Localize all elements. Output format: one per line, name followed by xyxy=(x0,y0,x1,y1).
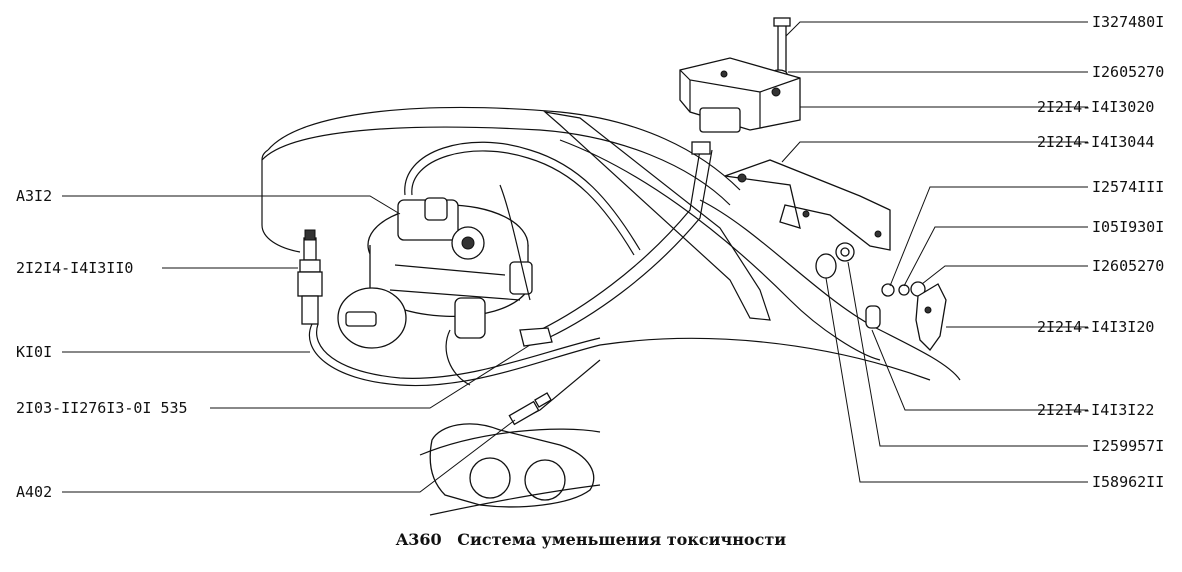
label-part-7: I2605270 xyxy=(1092,257,1165,275)
label-a402: A402 xyxy=(16,483,53,501)
label-part-6: I05I930I xyxy=(1092,218,1165,236)
label-part-10: I259957I xyxy=(1092,437,1165,455)
label-part-9: 2I2I4-I4I3I22 xyxy=(1037,401,1155,419)
figure-caption: A360 Система уменьшения токсичности xyxy=(0,530,1182,549)
leader-lines-left xyxy=(62,195,531,493)
figure-title: Система уменьшения токсичности xyxy=(457,530,787,549)
figure-code: A360 xyxy=(395,530,442,549)
label-a312: A3I2 xyxy=(16,187,53,205)
leader-lines-right xyxy=(781,21,1088,483)
valve-assembly xyxy=(679,17,801,155)
label-hose: 2I03-II276I3-0I 535 xyxy=(16,399,188,417)
label-part-5: I2574III xyxy=(1092,178,1165,196)
exhaust-manifold xyxy=(419,392,601,516)
label-part-8: 2I2I4-I4I3I20 xyxy=(1037,318,1155,336)
mounting-bracket xyxy=(724,159,891,251)
label-sensor: 2I2I4-I4I3II0 xyxy=(16,259,134,277)
label-part-4: 2I2I4-I4I3044 xyxy=(1037,133,1155,151)
label-part-2: I2605270 xyxy=(1092,63,1165,81)
label-part-1: I327480I xyxy=(1092,13,1165,31)
label-part-3: 2I2I4-I4I3020 xyxy=(1037,98,1155,116)
label-part-11: I58962II xyxy=(1092,473,1165,491)
label-k101: KI0I xyxy=(16,343,53,361)
oxygen-sensor xyxy=(297,229,323,325)
wires-hoses xyxy=(308,141,931,421)
carburetor xyxy=(337,197,533,349)
